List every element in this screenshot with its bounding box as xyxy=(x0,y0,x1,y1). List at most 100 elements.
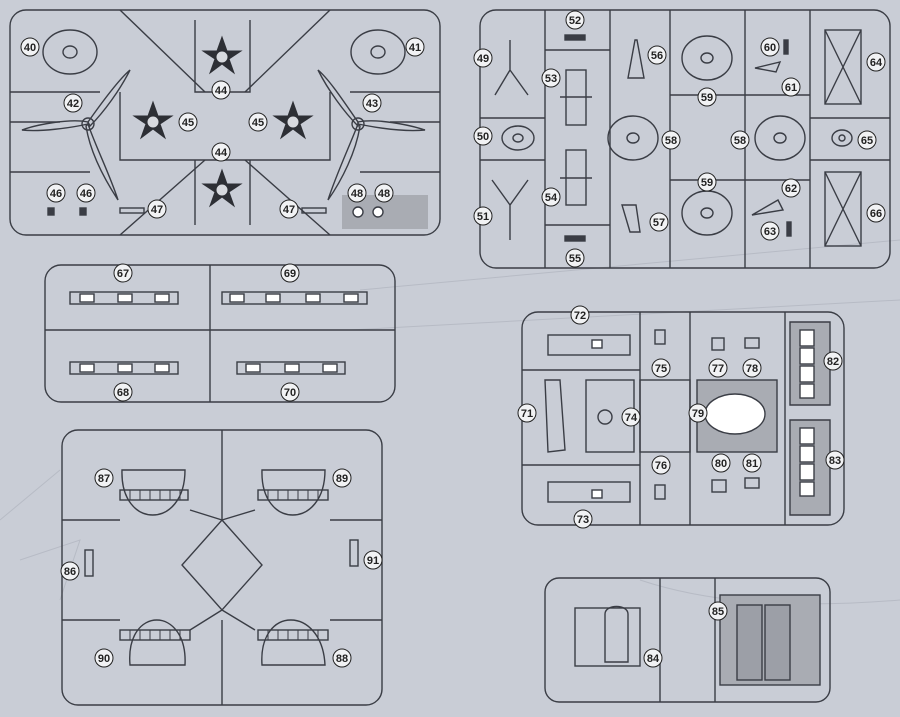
svg-text:67: 67 xyxy=(117,268,129,280)
svg-text:65: 65 xyxy=(861,135,873,147)
part-label: 44 xyxy=(211,142,231,162)
svg-text:90: 90 xyxy=(98,653,110,665)
part-label: 48 xyxy=(374,183,394,203)
part-label: 46 xyxy=(46,183,66,203)
part-label: 78 xyxy=(742,358,762,378)
svg-text:80: 80 xyxy=(715,458,727,470)
part-label: 52 xyxy=(565,10,585,30)
part-label: 62 xyxy=(781,178,801,198)
part-label: 74 xyxy=(621,407,641,427)
svg-text:57: 57 xyxy=(653,217,665,229)
svg-text:40: 40 xyxy=(24,42,36,54)
svg-text:76: 76 xyxy=(655,460,667,472)
part-label: 51 xyxy=(473,206,493,226)
part-label: 40 xyxy=(20,37,40,57)
svg-text:60: 60 xyxy=(764,42,776,54)
svg-text:59: 59 xyxy=(701,177,713,189)
part-label: 47 xyxy=(279,199,299,219)
part-label: 59 xyxy=(697,87,717,107)
part-label: 88 xyxy=(332,648,352,668)
part-label: 83 xyxy=(825,450,845,470)
svg-text:75: 75 xyxy=(655,363,667,375)
part-label: 71 xyxy=(517,403,537,423)
svg-text:48: 48 xyxy=(378,188,390,200)
svg-text:59: 59 xyxy=(701,92,713,104)
svg-text:62: 62 xyxy=(785,183,797,195)
svg-text:47: 47 xyxy=(151,204,163,216)
part-label: 72 xyxy=(570,305,590,325)
part-label: 73 xyxy=(573,509,593,529)
part-label: 65 xyxy=(857,130,877,150)
part-label: 45 xyxy=(248,112,268,132)
svg-text:89: 89 xyxy=(336,473,348,485)
svg-text:43: 43 xyxy=(366,98,378,110)
svg-text:56: 56 xyxy=(651,50,663,62)
svg-text:86: 86 xyxy=(64,566,76,578)
part-label: 56 xyxy=(647,45,667,65)
svg-text:85: 85 xyxy=(712,606,724,618)
svg-text:53: 53 xyxy=(545,73,557,85)
svg-text:77: 77 xyxy=(712,363,724,375)
part-label: 85 xyxy=(708,601,728,621)
sprue-right-middle xyxy=(521,311,845,526)
svg-text:88: 88 xyxy=(336,653,348,665)
part-label: 58 xyxy=(661,130,681,150)
svg-text:71: 71 xyxy=(521,408,533,420)
part-label: 63 xyxy=(760,221,780,241)
svg-text:41: 41 xyxy=(409,42,421,54)
part-label: 42 xyxy=(63,93,83,113)
svg-text:91: 91 xyxy=(367,555,379,567)
svg-text:47: 47 xyxy=(283,204,295,216)
part-label: 70 xyxy=(280,382,300,402)
part-label: 82 xyxy=(823,351,843,371)
part-label: 54 xyxy=(541,187,561,207)
part-label: 46 xyxy=(76,183,96,203)
part-label: 67 xyxy=(113,263,133,283)
svg-text:44: 44 xyxy=(215,85,228,97)
part-label: 68 xyxy=(113,382,133,402)
part-label: 87 xyxy=(94,468,114,488)
svg-text:46: 46 xyxy=(80,188,92,200)
svg-text:54: 54 xyxy=(545,192,558,204)
part-label: 77 xyxy=(708,358,728,378)
part-label: 89 xyxy=(332,468,352,488)
part-label: 80 xyxy=(711,453,731,473)
svg-text:72: 72 xyxy=(574,310,586,322)
part-label: 90 xyxy=(94,648,114,668)
svg-text:45: 45 xyxy=(182,117,194,129)
sprue-bottom-right xyxy=(544,577,831,703)
svg-text:82: 82 xyxy=(827,356,839,368)
part-label: 53 xyxy=(541,68,561,88)
part-label: 41 xyxy=(405,37,425,57)
svg-text:48: 48 xyxy=(351,188,363,200)
part-label: 55 xyxy=(565,248,585,268)
sprue-top-right xyxy=(479,9,891,269)
part-label: 50 xyxy=(473,126,493,146)
svg-text:52: 52 xyxy=(569,15,581,27)
svg-text:79: 79 xyxy=(692,408,704,420)
svg-text:49: 49 xyxy=(477,53,489,65)
svg-text:58: 58 xyxy=(734,135,746,147)
svg-text:87: 87 xyxy=(98,473,110,485)
part-label: 81 xyxy=(742,453,762,473)
part-label: 60 xyxy=(760,37,780,57)
svg-text:61: 61 xyxy=(785,82,797,94)
part-label: 79 xyxy=(688,403,708,423)
sprue-middle-left xyxy=(44,264,396,403)
part-label: 44 xyxy=(211,80,231,100)
svg-text:50: 50 xyxy=(477,131,489,143)
part-labels: 40 41 42 43 44 44 45 45 46 46 47 47 48 4… xyxy=(20,10,886,668)
part-label: 57 xyxy=(649,212,669,232)
part-label: 76 xyxy=(651,455,671,475)
part-label: 86 xyxy=(60,561,80,581)
part-label: 45 xyxy=(178,112,198,132)
part-label: 58 xyxy=(730,130,750,150)
svg-text:74: 74 xyxy=(625,412,638,424)
svg-text:68: 68 xyxy=(117,387,129,399)
svg-text:46: 46 xyxy=(50,188,62,200)
svg-text:42: 42 xyxy=(67,98,79,110)
svg-text:84: 84 xyxy=(647,653,660,665)
svg-text:81: 81 xyxy=(746,458,758,470)
part-label: 59 xyxy=(697,172,717,192)
